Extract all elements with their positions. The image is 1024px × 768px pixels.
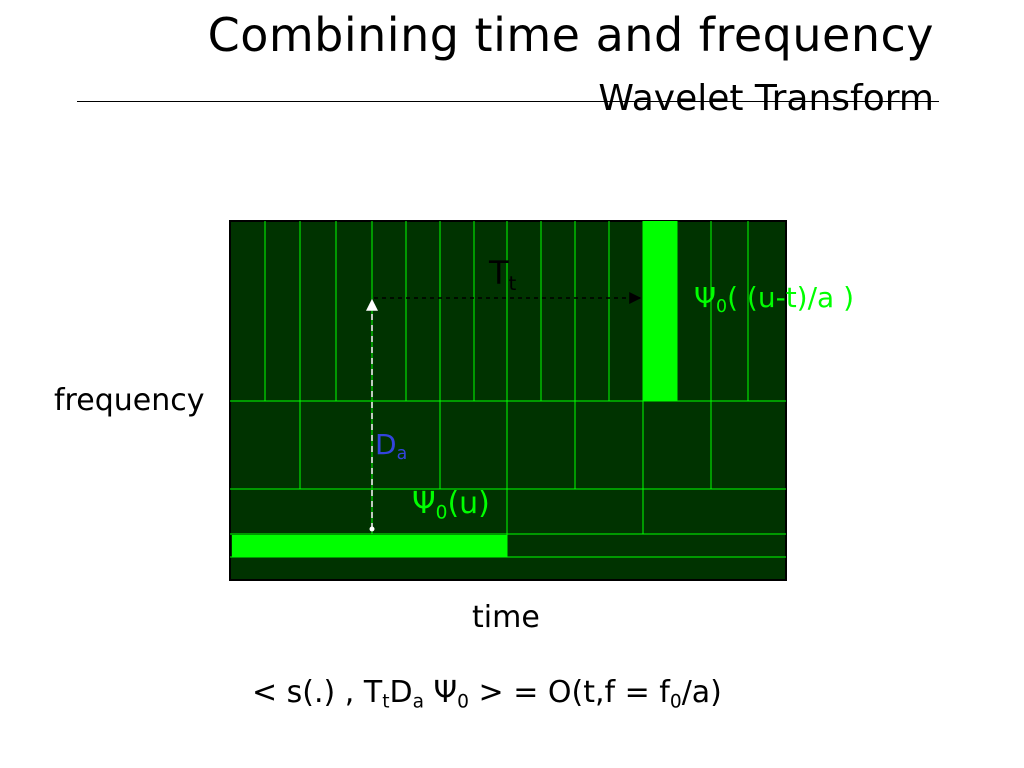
formula-sub: 0	[457, 691, 469, 713]
shifted-wavelet-tile	[643, 221, 677, 401]
mother-wavelet-label: Ψ0(u)	[412, 486, 490, 524]
dilation-label-sub: a	[396, 444, 408, 465]
dilation-label-main: D	[375, 428, 397, 461]
translation-label-sub: t	[508, 271, 517, 295]
formula-part: < s(.) , T	[252, 675, 383, 710]
dilation-label: Da	[375, 428, 407, 464]
mother-wavelet-arg: (u)	[447, 486, 490, 521]
slide-subtitle: Wavelet Transform	[598, 78, 934, 119]
slide-title: Combining time and frequency	[207, 8, 934, 62]
formula-sub: t	[382, 691, 390, 713]
psi-subscript: 0	[716, 297, 728, 318]
formula-sub: 0	[669, 691, 682, 713]
time-axis-label: time	[472, 600, 540, 635]
dilation-arrow-origin	[369, 526, 375, 532]
shifted-wavelet-arg: ( (u-t)/a )	[727, 281, 855, 314]
psi-subscript: 0	[435, 502, 448, 524]
formula-part: Ψ	[424, 675, 458, 710]
psi-symbol: Ψ	[694, 281, 717, 314]
psi-symbol: Ψ	[412, 486, 436, 521]
translation-label-main: T	[489, 254, 509, 292]
mother-wavelet-tile	[232, 535, 507, 557]
frequency-axis-label: frequency	[54, 383, 205, 418]
translation-label: Tt	[489, 254, 516, 295]
formula-sub: a	[412, 691, 424, 713]
formula-part: > = O(t,f = f	[469, 675, 670, 710]
wavelet-formula: < s(.) , TtDa Ψ0 > = O(t,f = f0/a)	[252, 675, 722, 713]
formula-part: D	[389, 675, 413, 710]
formula-part: /a)	[681, 675, 722, 710]
shifted-wavelet-label: Ψ0( (u-t)/a )	[694, 281, 854, 317]
title-rule	[77, 101, 939, 102]
